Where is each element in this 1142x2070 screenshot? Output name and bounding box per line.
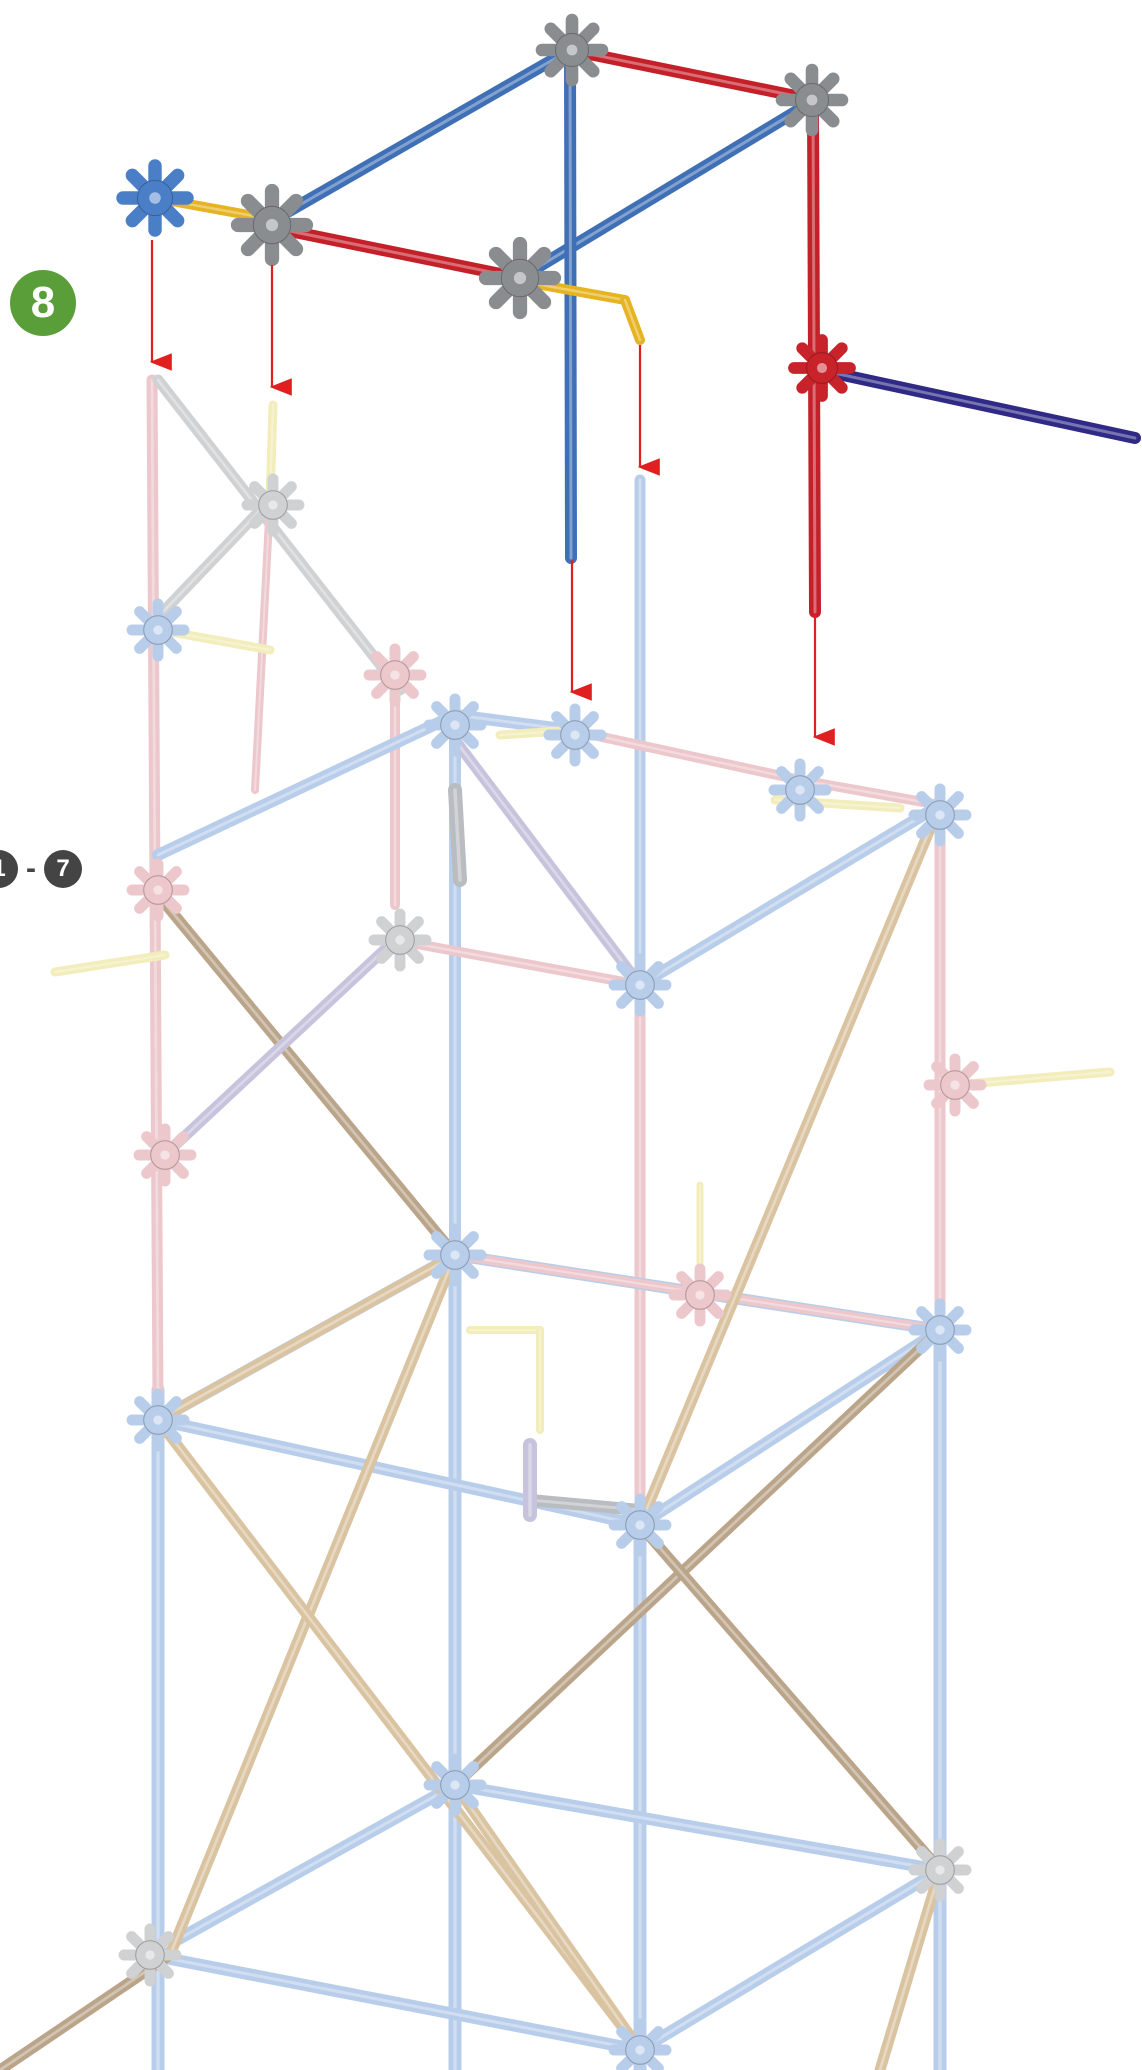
- ghost-frame-rod: [144, 1949, 646, 2056]
- ghost-frame-rod: [795, 775, 945, 810]
- ghost-diagonal-rod: [874, 1864, 946, 2070]
- purple-rod: [814, 364, 1141, 444]
- ghost-snowflake-connector: [118, 1923, 182, 1987]
- ghost-snowflake-connector: [363, 643, 427, 707]
- ghost-frame-rod: [634, 1324, 946, 1531]
- gray-snowflake-connector: [230, 183, 314, 267]
- ghost-snowflake-connector: [608, 953, 672, 1017]
- ghost-diagonal-rod: [164, 1249, 461, 1961]
- ghost-diagonal-rod: [449, 1324, 946, 1791]
- red-half-connector: [788, 334, 856, 402]
- new-parts-assembly: [116, 13, 1141, 618]
- ghost-frame-rod: [390, 935, 645, 990]
- ghost-frame-rod: [144, 1779, 461, 1961]
- ghost-snowflake-connector: [768, 758, 832, 822]
- ghost-frame-rod: [565, 725, 805, 785]
- ghost-snowflake-connector: [423, 1223, 487, 1287]
- ghost-snowflake-connector: [923, 1053, 987, 1117]
- ghost-snowflake-connector: [423, 1753, 487, 1817]
- yellow-rod: [620, 295, 645, 345]
- step-number-badge: 8: [10, 270, 76, 336]
- ghost-snowflake-connector: [133, 1123, 197, 1187]
- ghost-diagonal-rod: [449, 734, 646, 991]
- ref-step-separator: -: [26, 852, 36, 885]
- ghost-snowflake-connector: [608, 1493, 672, 1557]
- ghost-diagonal-rod: [634, 1519, 946, 1876]
- gray-snowflake-connector: [775, 63, 849, 137]
- ghost-snowflake-connector: [126, 1388, 190, 1452]
- ref-step-to-badge: 7: [44, 850, 82, 888]
- ghost-snowflake-connector: [908, 1838, 972, 1902]
- ghost-diagonal-rod: [164, 934, 401, 1156]
- ghost-diagonal-rod: [152, 1414, 646, 2056]
- ghost-frame-rod: [152, 709, 461, 861]
- gray-snowflake-connector: [535, 13, 609, 87]
- ghost-snowflake-connector: [608, 2018, 672, 2070]
- red-rod: [564, 44, 821, 106]
- existing-tower-structure: [0, 374, 1115, 2070]
- ref-step-from-badge: 1: [0, 850, 18, 888]
- ghost-diagonal-rod: [0, 1949, 176, 2070]
- ghost-frame-rod: [634, 1864, 946, 2056]
- ghost-snowflake-connector: [668, 1263, 732, 1327]
- ghost-snowflake-connector: [423, 693, 487, 757]
- step-number: 8: [30, 278, 56, 327]
- red-rod: [269, 222, 526, 284]
- placement-arrows: [149, 240, 835, 746]
- ghost-snowflake-connector: [241, 473, 305, 537]
- gray-snowflake-connector: [478, 236, 562, 320]
- ghost-diagonal-rod: [634, 799, 946, 1531]
- ghost-diagonal-rod: [152, 889, 461, 1261]
- blue-rod: [264, 44, 576, 228]
- blue-snowflake-connector: [116, 159, 194, 237]
- ghost-frame-rod: [634, 799, 946, 991]
- ghost-diagonal-rod: [449, 1779, 646, 2056]
- ghost-snowflake-connector: [126, 858, 190, 922]
- ghost-spring: [448, 783, 467, 887]
- ghost-snowflake-connector: [126, 598, 190, 662]
- ghost-snowflake-connector: [908, 1298, 972, 1362]
- ghost-frame-rod: [449, 1779, 946, 1876]
- ghost-snowflake-connector: [543, 703, 607, 767]
- ghost-snowflake-connector: [368, 908, 432, 972]
- ghost-diagonal-rod: [152, 374, 406, 696]
- ghost-short-rod: [50, 950, 170, 977]
- ghost-snowflake-connector: [908, 783, 972, 847]
- blue-rod: [564, 49, 577, 564]
- previous-steps-reference: 1 - 7: [0, 850, 82, 888]
- ghost-diagonal-rod: [152, 1249, 461, 1426]
